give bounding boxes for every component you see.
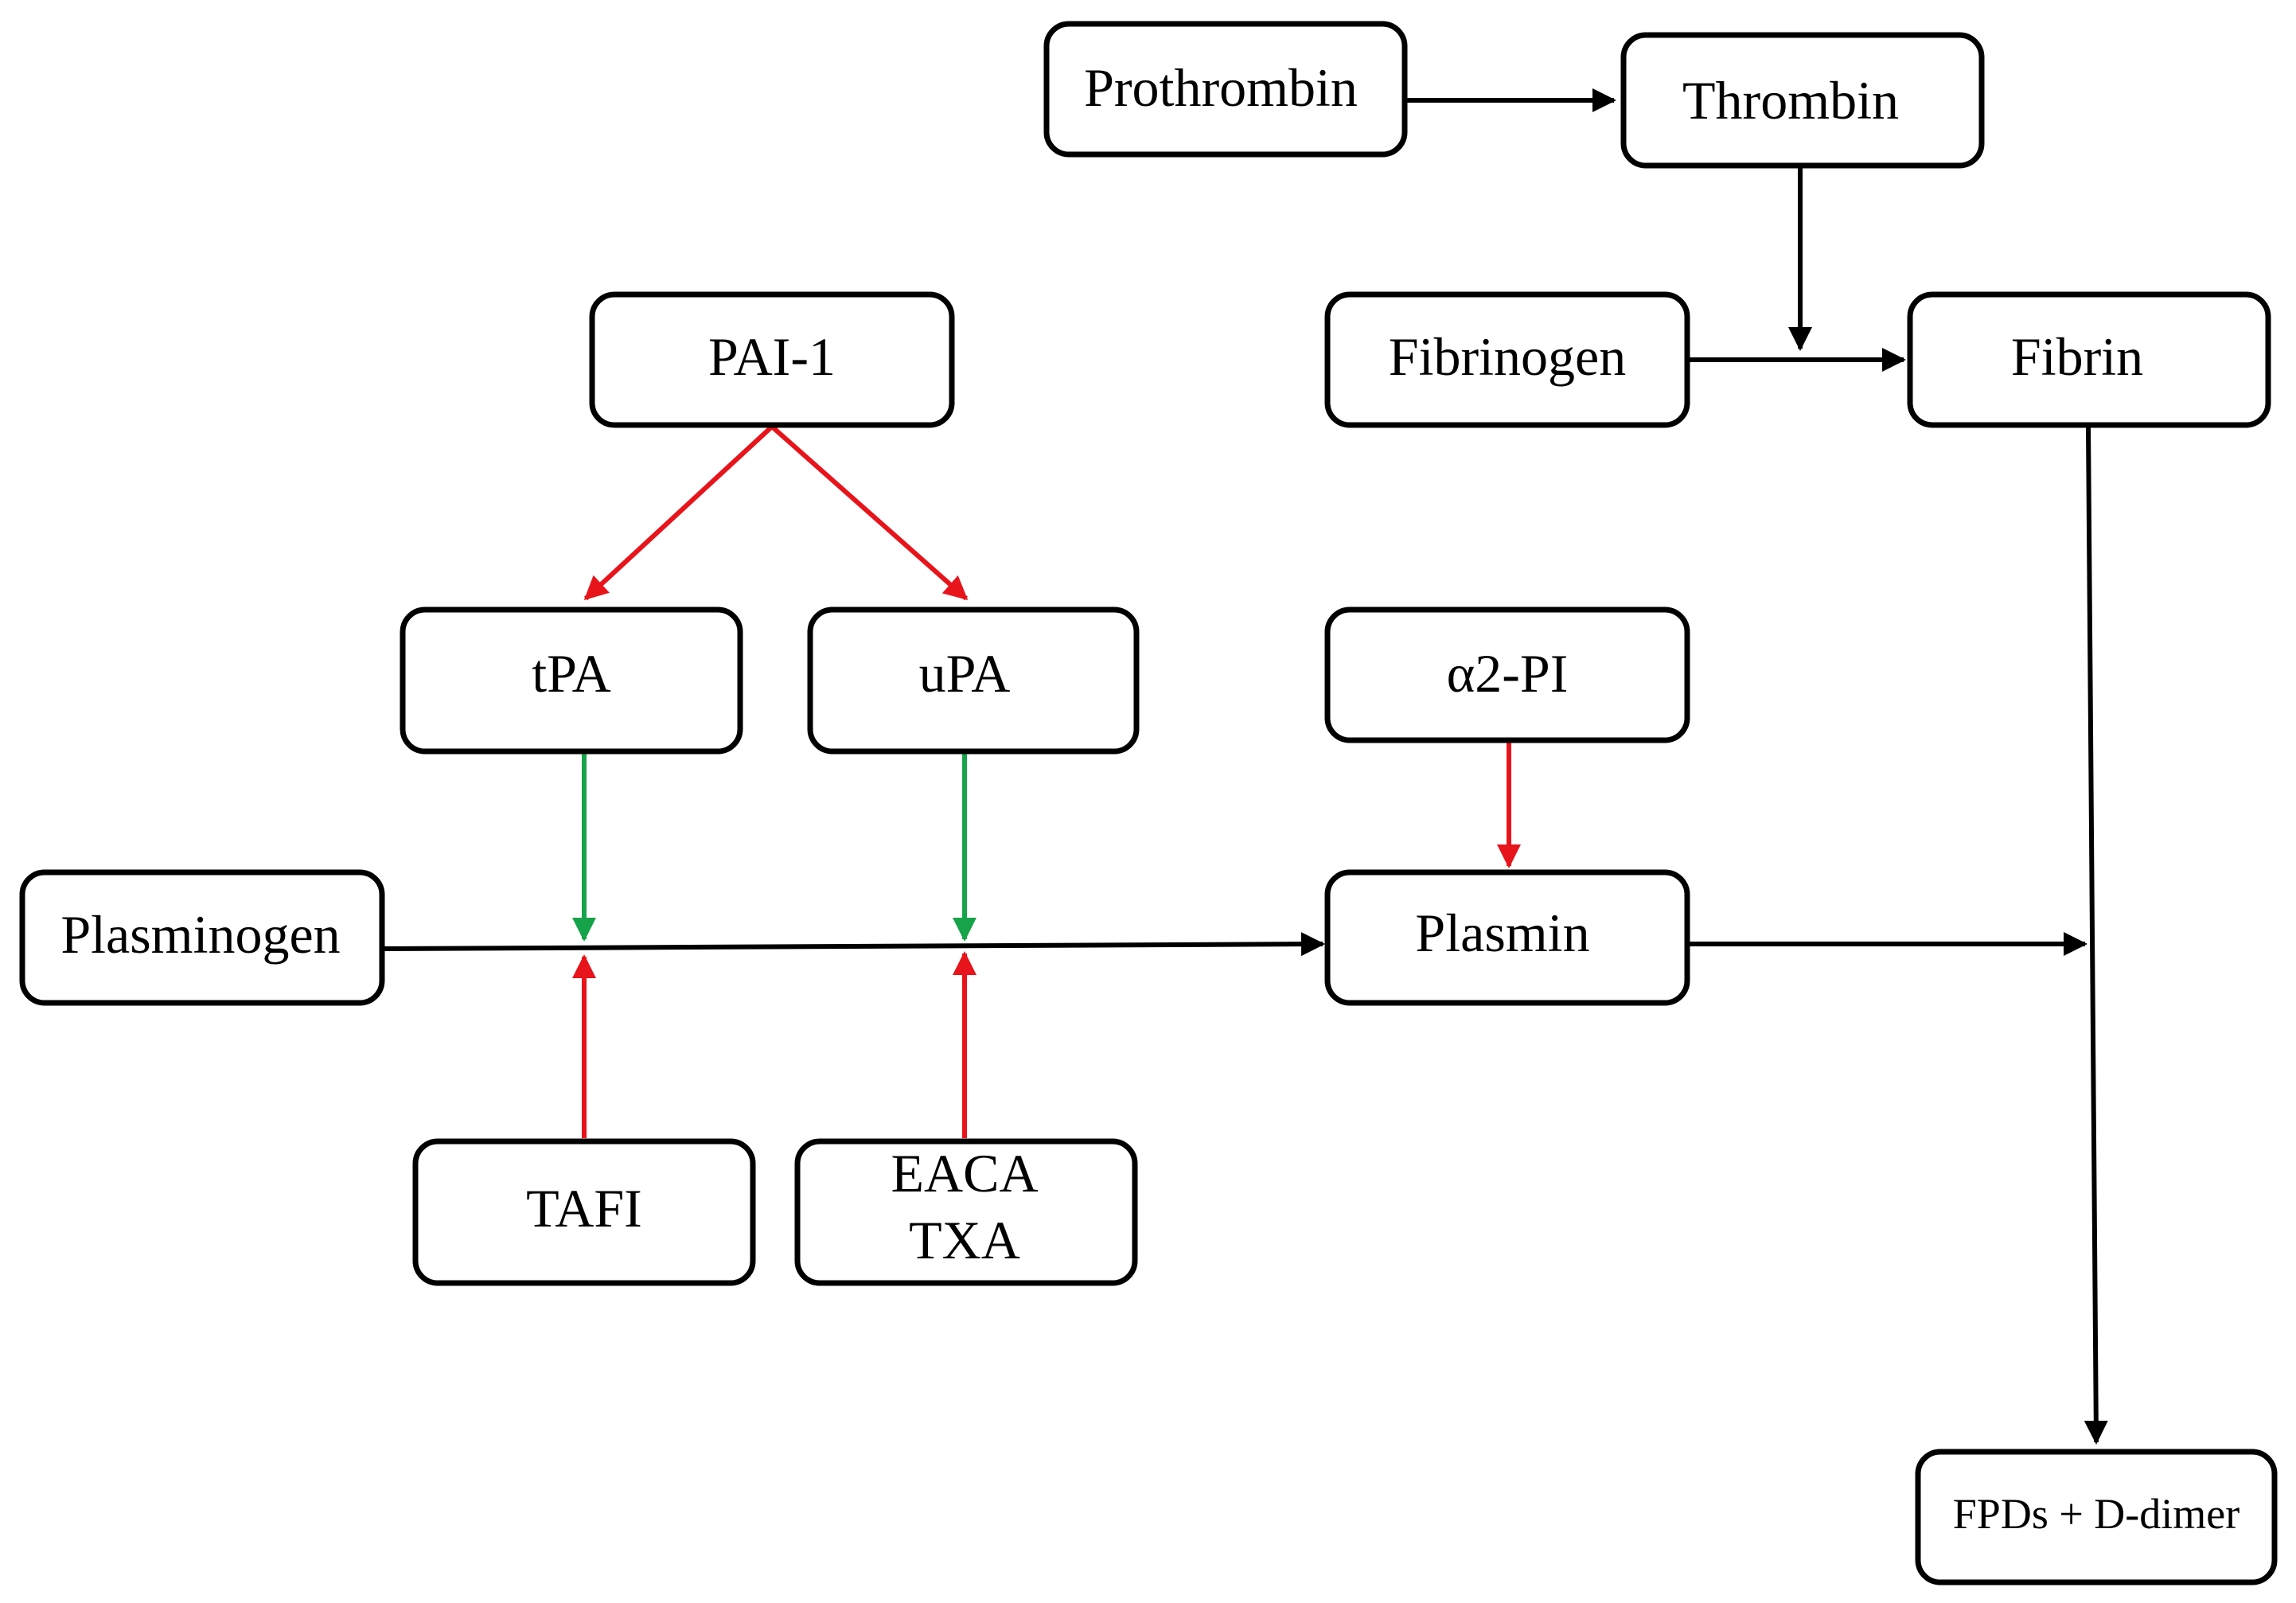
arrow-fibrin-to-fpds <box>2084 426 2108 1445</box>
node-label: Thrombin <box>1682 70 1899 131</box>
arrow-pai1-inhibits-upa <box>770 424 969 601</box>
activation-arrows <box>572 753 976 942</box>
node-a2-pi: α2-PI <box>1324 606 1690 743</box>
node-box <box>794 1138 1138 1286</box>
node-label-eaca: EACA <box>891 1143 1038 1203</box>
node-fibrin: Fibrin <box>1907 291 2271 428</box>
node-box <box>19 869 385 1006</box>
node-box <box>1324 291 1690 428</box>
node-plasmin: Plasmin <box>1324 869 1690 1006</box>
node-label: Plasmin <box>1415 903 1589 963</box>
node-upa: uPA <box>807 606 1140 755</box>
node-box <box>412 1138 756 1286</box>
node-box <box>400 606 743 755</box>
node-box <box>1907 291 2271 428</box>
node-box <box>1324 606 1690 743</box>
node-box <box>589 291 955 428</box>
conversion-arrows <box>381 88 2108 1445</box>
node-fpds-d-dimer: FPDs + D-dimer <box>1915 1449 2278 1585</box>
node-box <box>807 606 1140 755</box>
node-box <box>1915 1449 2278 1585</box>
node-tpa: tPA <box>400 606 743 755</box>
node-plasminogen: Plasminogen <box>19 869 385 1006</box>
arrow-pai1-inhibits-tpa <box>583 424 774 601</box>
node-label: Fibrin <box>2011 326 2143 387</box>
arrow-plasminogen-to-plasmin <box>381 932 1325 957</box>
node-eaca-txa: EACA TXA <box>794 1138 1138 1286</box>
node-box <box>1620 32 1985 169</box>
node-label: FPDs + D-dimer <box>1953 1490 2239 1538</box>
node-fibrinogen: Fibrinogen <box>1324 291 1690 428</box>
node-label: TAFI <box>526 1178 642 1238</box>
node-label: tPA <box>532 643 611 704</box>
node-label-txa: TXA <box>909 1210 1020 1270</box>
node-box <box>1324 869 1690 1006</box>
node-tafi: TAFI <box>412 1138 756 1286</box>
node-label: Plasminogen <box>60 904 340 965</box>
inhibition-arrows <box>572 424 1521 1138</box>
node-label: uPA <box>919 643 1011 704</box>
node-label: Fibrinogen <box>1389 326 1626 387</box>
node-prothrombin: Prothrombin <box>1043 21 1408 158</box>
node-box <box>1043 21 1408 158</box>
node-pai-1: PAI-1 <box>589 291 955 428</box>
node-label: PAI-1 <box>708 326 836 387</box>
node-thrombin: Thrombin <box>1620 32 1985 169</box>
node-label: α2-PI <box>1447 643 1569 704</box>
node-label: Prothrombin <box>1084 57 1358 118</box>
